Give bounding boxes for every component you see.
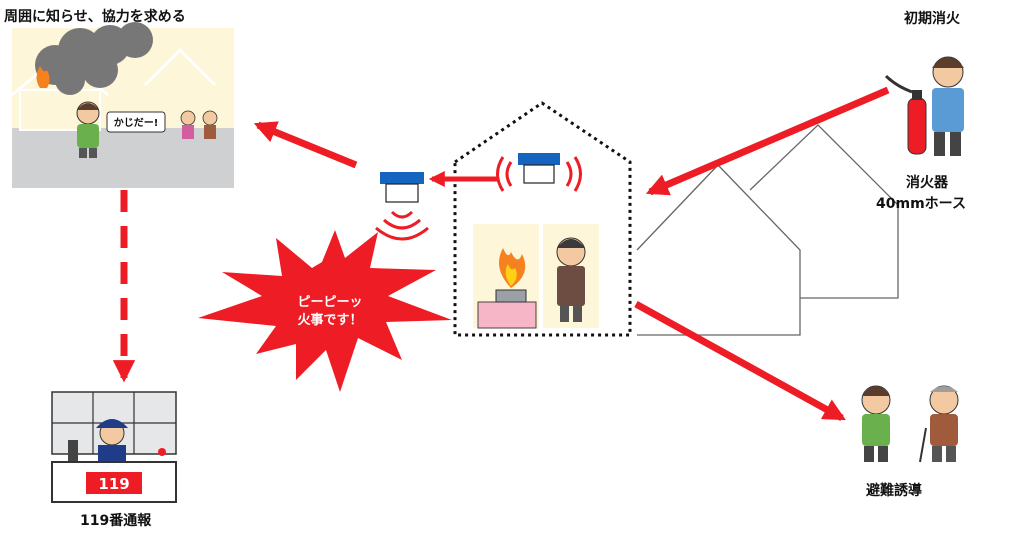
arrow-to-evacuation [634, 300, 846, 422]
shout-bubble [106, 111, 166, 133]
dispatcher-scene: 119 [51, 391, 177, 503]
label-call-119: 119番通報 [80, 513, 152, 529]
arrow-to-neighbors [253, 121, 358, 169]
shout-text: かじだー! [114, 117, 159, 129]
label-notify-neighbors: 周囲に知らせ、協力を求める [4, 9, 186, 25]
alarm-text-1: ピーピーッ [297, 295, 362, 310]
stove-fire [473, 224, 539, 329]
label-hose: 40mmホース [876, 196, 966, 212]
smoke-detector-outside-icon [380, 172, 424, 203]
shouting-person [76, 101, 100, 158]
small-fire-icon [36, 66, 50, 88]
fire-extinguisher-icon [884, 74, 927, 155]
desk-number: 119 [98, 475, 129, 493]
alarm-text-2: 火事です！ [297, 312, 362, 328]
alarm-waves-down-icon [375, 210, 429, 241]
evacuation-people [861, 385, 959, 463]
smoke-detector-icon [518, 153, 560, 184]
label-extinguisher: 消火器 [906, 175, 948, 191]
label-initial-fire-fighting: 初期消火 [904, 11, 960, 27]
label-evacuation: 避難誘導 [866, 483, 922, 499]
alarm-waves-icon [496, 156, 582, 192]
resident-person [543, 224, 599, 328]
background-houses [636, 124, 899, 336]
alarm-burst [198, 230, 452, 392]
neighborhood-scene: かじだー! [11, 22, 234, 188]
arrow-initial-fire-fighting [645, 86, 890, 196]
extinguisher-person [932, 56, 964, 156]
neighbors [180, 110, 218, 139]
